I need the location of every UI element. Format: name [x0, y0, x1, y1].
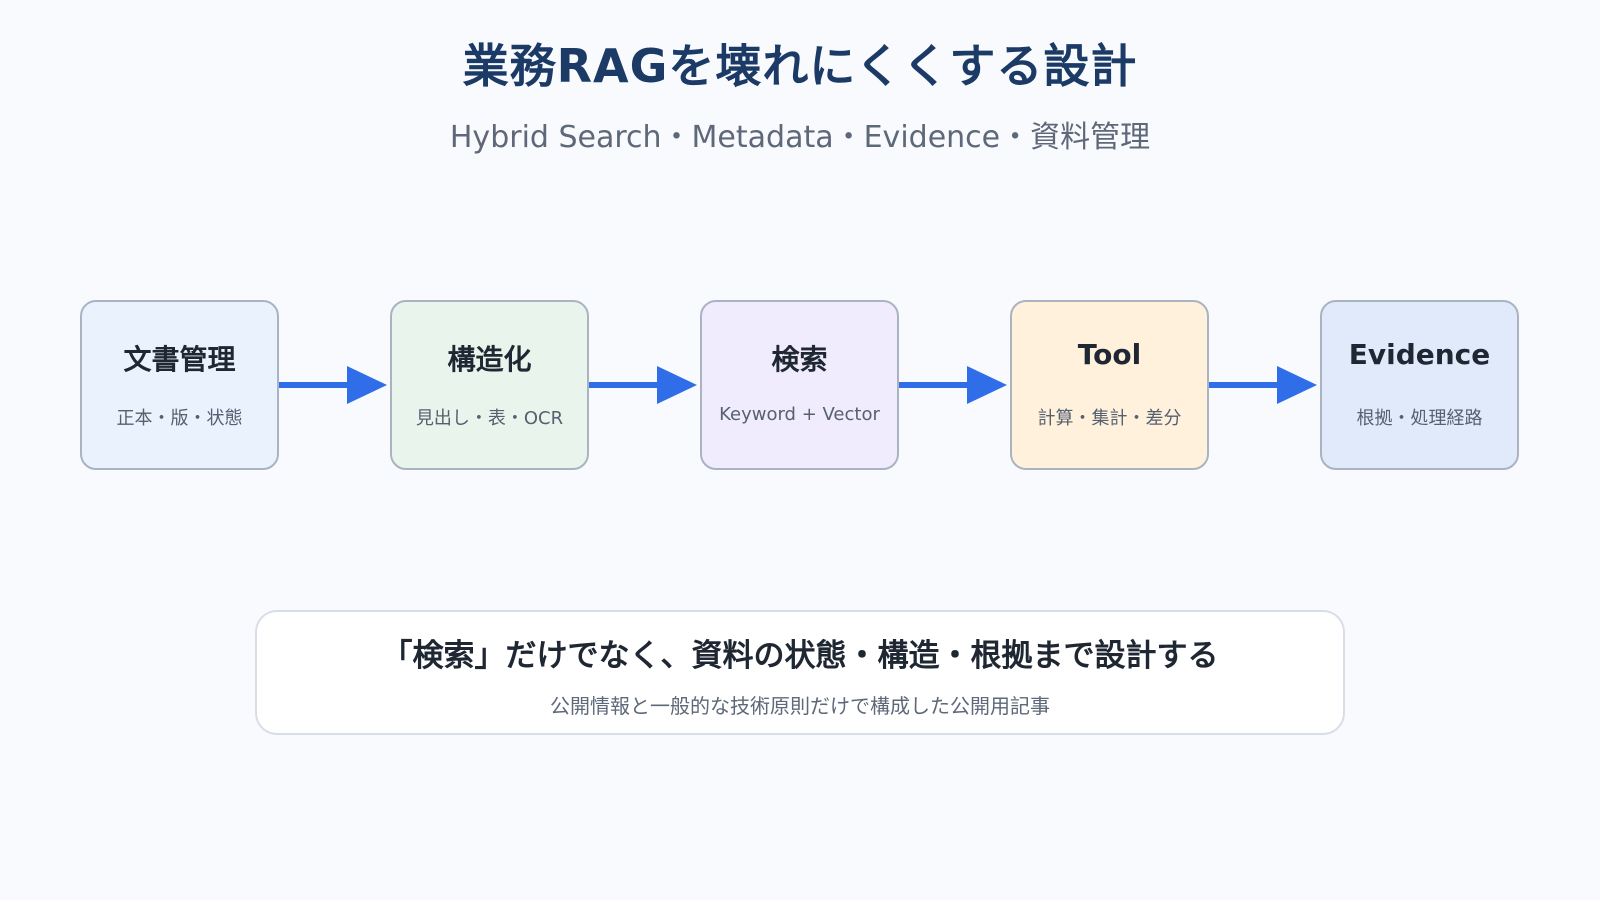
- flow-node-description: 正本・版・状態: [116, 408, 243, 429]
- flow-node-tool: Tool 計算・集計・差分: [1010, 300, 1209, 470]
- page-subtitle: Hybrid Search・Metadata・Evidence・資料管理: [449, 120, 1151, 155]
- flow-node-document-management: 文書管理 正本・版・状態: [80, 300, 279, 470]
- flow-node-evidence: Evidence 根拠・処理経路: [1320, 300, 1519, 470]
- flow-node-title: 文書管理: [123, 343, 236, 376]
- flow-node-title: Evidence: [1348, 338, 1491, 371]
- flow-node-title: 検索: [771, 343, 828, 376]
- flow-node-description: 計算・集計・差分: [1037, 408, 1182, 429]
- callout-note: 公開情報と一般的な技術原則だけで構成した公開用記事: [550, 694, 1050, 718]
- flow-arrow-4: [1209, 366, 1317, 404]
- flow-node-description: Keyword + Vector: [719, 404, 880, 425]
- page-title: 業務RAGを壊れにくくする設計: [462, 39, 1138, 93]
- flow-node-structuring: 構造化 見出し・表・OCR: [390, 300, 589, 470]
- flow-arrow-1: [279, 366, 387, 404]
- flow-node-search: 検索 Keyword + Vector: [700, 300, 899, 470]
- flow-node-description: 見出し・表・OCR: [415, 408, 564, 429]
- flow-node-title: 構造化: [447, 343, 532, 376]
- summary-callout: 「検索」だけでなく、資料の状態・構造・根拠まで設計する 公開情報と一般的な技術原…: [255, 610, 1345, 735]
- flow-arrow-2: [589, 366, 697, 404]
- flow-arrow-3: [899, 366, 1007, 404]
- flow-node-title: Tool: [1077, 338, 1142, 371]
- flow-node-description: 根拠・処理経路: [1356, 408, 1483, 429]
- callout-headline: 「検索」だけでなく、資料の状態・構造・根拠まで設計する: [381, 638, 1219, 674]
